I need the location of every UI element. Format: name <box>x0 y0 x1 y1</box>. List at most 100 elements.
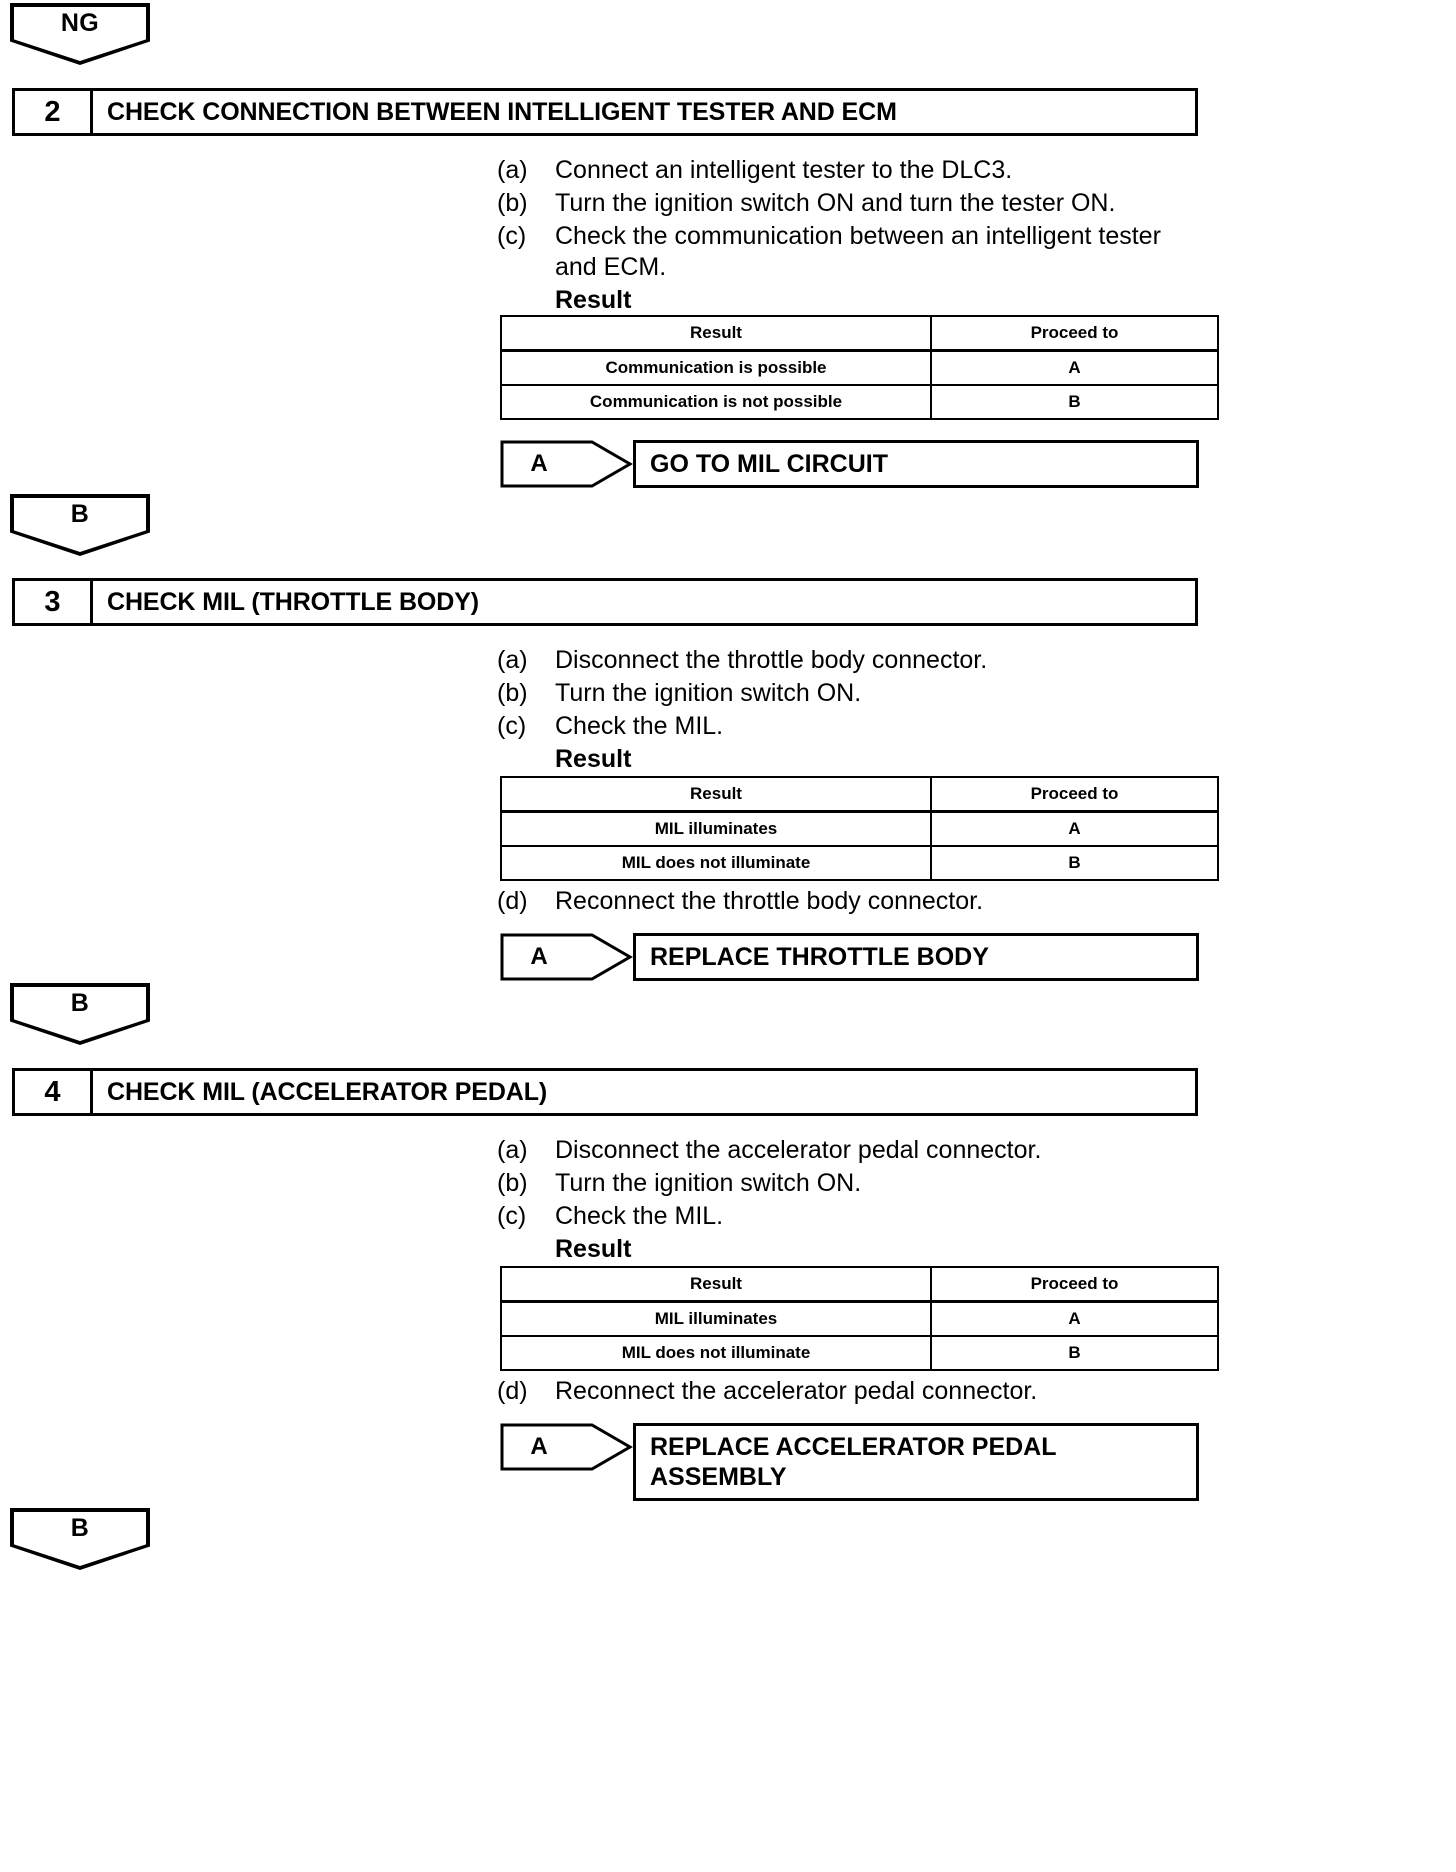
cell-proceed: B <box>930 845 1219 881</box>
result-table-2: Result Proceed to Communication is possi… <box>500 315 1219 420</box>
instruction-text: Reconnect the accelerator pedal connecto… <box>555 1377 1038 1405</box>
instruction-label: (a) <box>497 646 528 674</box>
cell-proceed: A <box>930 349 1219 386</box>
branch-row-2: A GO TO MIL CIRCUIT <box>500 440 1199 488</box>
instruction-label: (b) <box>497 1169 528 1197</box>
cell-result: MIL does not illuminate <box>500 1335 932 1371</box>
result-label: Result <box>555 1235 632 1263</box>
instruction-label: (d) <box>497 1377 528 1405</box>
instruction-text: Check the communication between an intel… <box>555 222 1161 281</box>
instruction-label: (c) <box>497 712 527 740</box>
connector-b-after-step3: B <box>10 983 150 1045</box>
connector-b-after-step4: B <box>10 1508 150 1570</box>
action-text: REPLACE ACCELERATOR PEDAL ASSEMBLY <box>650 1433 1057 1491</box>
branch-flag-a: A <box>500 1423 633 1501</box>
connector-b-after-step2: B <box>10 494 150 556</box>
branch-flag-label: A <box>530 943 548 970</box>
instruction-text: Turn the ignition switch ON. <box>555 1169 862 1197</box>
result-table-3: Result Proceed to MIL illuminates A MIL … <box>500 776 1219 881</box>
instruction-list-3: (a) Disconnect the throttle body connect… <box>497 645 1197 775</box>
step-title: CHECK CONNECTION BETWEEN INTELLIGENT TES… <box>107 97 897 126</box>
connector-ng-top: NG <box>10 3 150 65</box>
instruction-item: (d) Reconnect the throttle body connecto… <box>497 886 1197 917</box>
step-title: CHECK MIL (THROTTLE BODY) <box>107 587 480 616</box>
cell-result: MIL does not illuminate <box>500 845 932 881</box>
instruction-label: (d) <box>497 887 528 915</box>
instruction-label: (a) <box>497 156 528 184</box>
action-box: GO TO MIL CIRCUIT <box>633 440 1199 488</box>
instruction-item: (a) Connect an intelligent tester to the… <box>497 155 1197 186</box>
branch-flag-a: A <box>500 933 633 981</box>
table-header-row: Result Proceed to <box>500 1266 1219 1303</box>
instruction-text: Disconnect the accelerator pedal connect… <box>555 1136 1042 1164</box>
instruction-text: Disconnect the throttle body connector. <box>555 646 988 674</box>
instruction-text: Check the MIL. <box>555 1202 724 1230</box>
column-header-result: Result <box>500 315 932 352</box>
flag-arrow-icon <box>500 440 633 488</box>
column-header-proceed: Proceed to <box>930 1266 1219 1303</box>
step-number: 3 <box>15 581 93 623</box>
cell-result: MIL illuminates <box>500 1300 932 1337</box>
instruction-item: (b) Turn the ignition switch ON. <box>497 678 1197 709</box>
step-title: CHECK MIL (ACCELERATOR PEDAL) <box>107 1077 548 1106</box>
instruction-item: (c) Check the MIL. <box>497 1201 1197 1232</box>
connector-label: B <box>70 989 90 1017</box>
column-header-result: Result <box>500 776 932 813</box>
instruction-item: (a) Disconnect the throttle body connect… <box>497 645 1197 676</box>
instruction-item: (d) Reconnect the accelerator pedal conn… <box>497 1376 1197 1407</box>
result-label: Result <box>555 745 632 773</box>
result-label: Result <box>555 286 632 314</box>
cell-result: MIL illuminates <box>500 810 932 847</box>
cell-result: Communication is not possible <box>500 384 932 420</box>
instruction-item: (b) Turn the ignition switch ON and turn… <box>497 188 1197 219</box>
branch-flag-a: A <box>500 440 633 488</box>
action-box: REPLACE ACCELERATOR PEDAL ASSEMBLY <box>633 1423 1199 1501</box>
table-row: MIL illuminates A <box>500 1300 1219 1337</box>
table-row: MIL does not illuminate B <box>500 845 1219 881</box>
instruction-list-4: (a) Disconnect the accelerator pedal con… <box>497 1135 1197 1265</box>
cell-proceed: A <box>930 1300 1219 1337</box>
instruction-text: Connect an intelligent tester to the DLC… <box>555 156 1013 184</box>
step-number: 2 <box>15 91 93 133</box>
instruction-label: (b) <box>497 189 528 217</box>
step-header-3: 3 CHECK MIL (THROTTLE BODY) <box>12 578 1198 626</box>
instruction-list-2: (a) Connect an intelligent tester to the… <box>497 155 1197 316</box>
post-instruction-list-3: (d) Reconnect the throttle body connecto… <box>497 886 1197 919</box>
instruction-item: (c) Check the communication between an i… <box>497 221 1197 283</box>
instruction-item: (c) Check the MIL. <box>497 711 1197 742</box>
action-text: REPLACE THROTTLE BODY <box>650 943 989 971</box>
column-header-proceed: Proceed to <box>930 315 1219 352</box>
column-header-result: Result <box>500 1266 932 1303</box>
table-header-row: Result Proceed to <box>500 776 1219 813</box>
instruction-item: (a) Disconnect the accelerator pedal con… <box>497 1135 1197 1166</box>
table-row: MIL illuminates A <box>500 810 1219 847</box>
cell-proceed: B <box>930 1335 1219 1371</box>
step-header-2: 2 CHECK CONNECTION BETWEEN INTELLIGENT T… <box>12 88 1198 136</box>
action-box: REPLACE THROTTLE BODY <box>633 933 1199 981</box>
step-number: 4 <box>15 1071 93 1113</box>
column-header-proceed: Proceed to <box>930 776 1219 813</box>
branch-flag-label: A <box>530 1433 548 1460</box>
connector-label: NG <box>60 9 100 37</box>
cell-proceed: A <box>930 810 1219 847</box>
connector-label: B <box>70 500 90 528</box>
branch-row-3: A REPLACE THROTTLE BODY <box>500 933 1199 981</box>
instruction-text: Check the MIL. <box>555 712 724 740</box>
instruction-item: (b) Turn the ignition switch ON. <box>497 1168 1197 1199</box>
table-row: MIL does not illuminate B <box>500 1335 1219 1371</box>
instruction-label: (a) <box>497 1136 528 1164</box>
action-text: GO TO MIL CIRCUIT <box>650 450 888 478</box>
instruction-label: (c) <box>497 222 527 250</box>
instruction-text: Reconnect the throttle body connector. <box>555 887 984 915</box>
flag-arrow-icon <box>500 1423 633 1471</box>
table-row: Communication is possible A <box>500 349 1219 386</box>
instruction-text: Turn the ignition switch ON. <box>555 679 862 707</box>
post-instruction-list-4: (d) Reconnect the accelerator pedal conn… <box>497 1376 1197 1409</box>
branch-row-4: A REPLACE ACCELERATOR PEDAL ASSEMBLY <box>500 1423 1199 1501</box>
instruction-label: (b) <box>497 679 528 707</box>
cell-result: Communication is possible <box>500 349 932 386</box>
connector-label: B <box>70 1514 90 1542</box>
flag-arrow-icon <box>500 933 633 981</box>
instruction-label: (c) <box>497 1202 527 1230</box>
